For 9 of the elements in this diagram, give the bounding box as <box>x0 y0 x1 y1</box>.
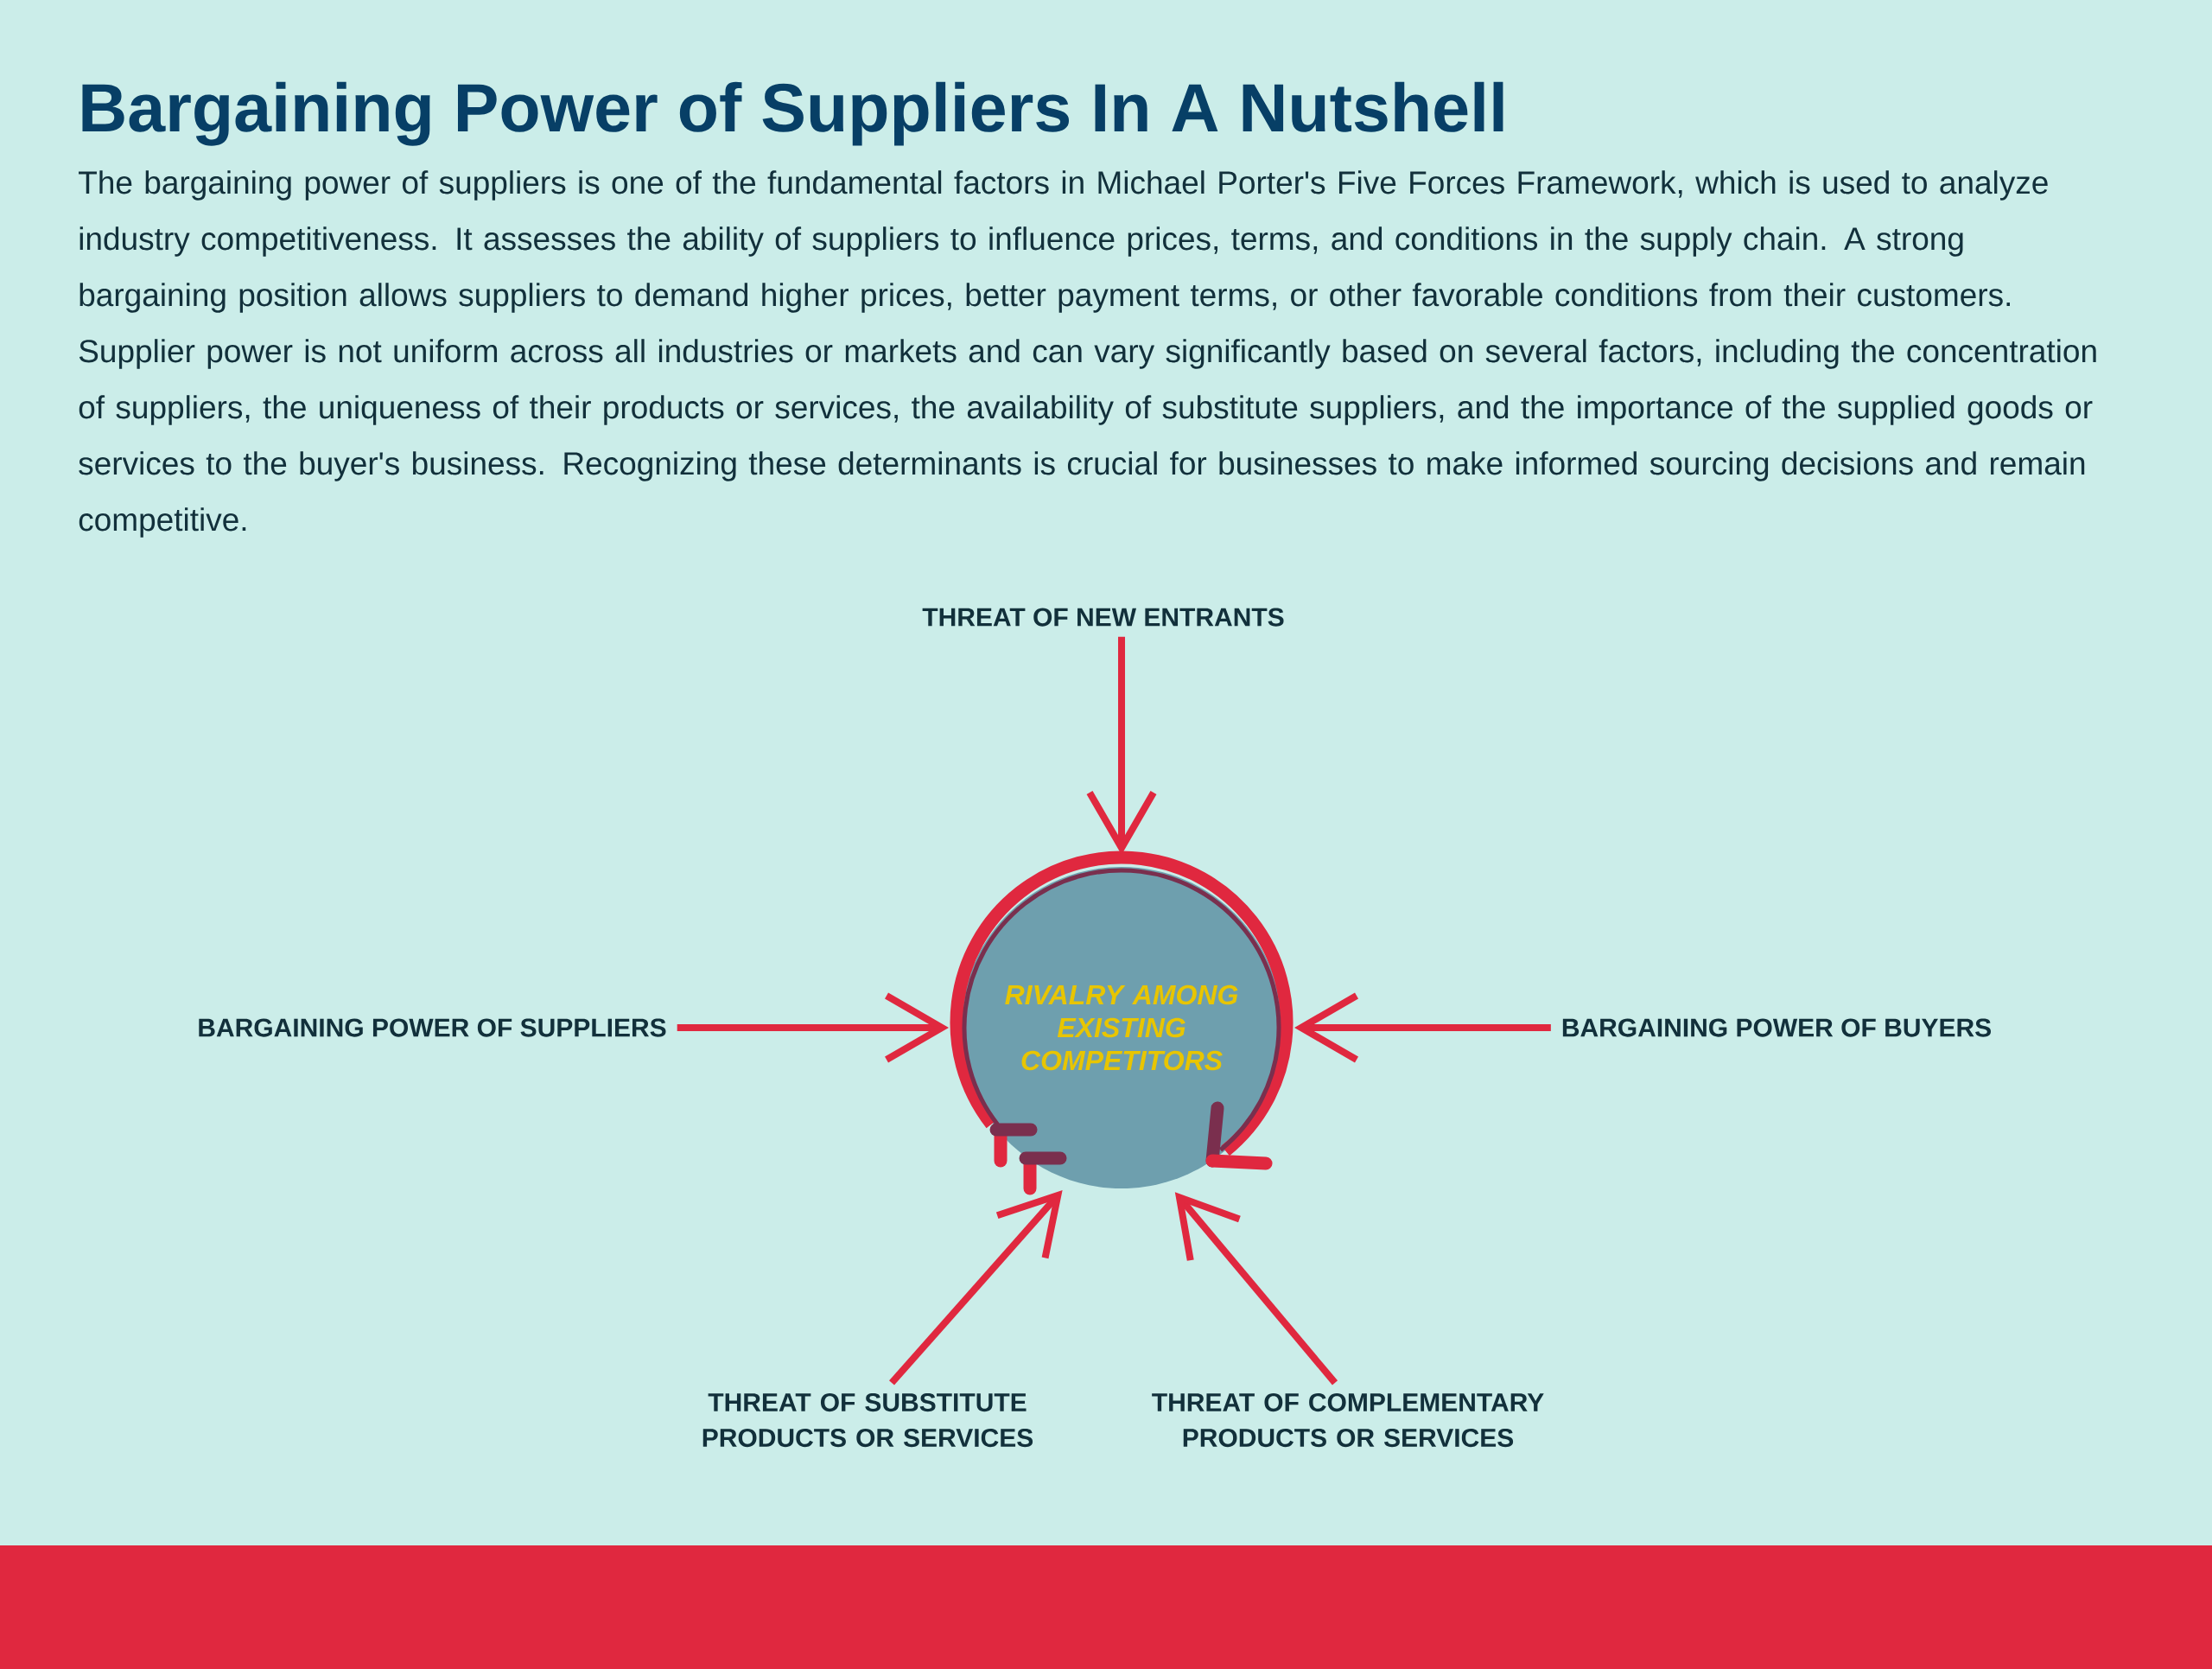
force-label: BARGAINING POWER OF SUPPLIERS <box>199 1018 666 1037</box>
title: Bargaining Power of Suppliers In A Nutshell <box>82 81 1503 146</box>
arrow <box>1174 1192 1338 1386</box>
paragraph: The bargaining power of suppliers is one of the fundamental factors in Michael Porter's Five Forces Framework, which is used to analyze industry competitiveness. It assesses the ability of suppliers to influence prices, terms, and conditions in the supply chain. A strong bargaining position allows suppliers to demand higher prices, better payment terms, or other favorable conditions from their customers. Supplier power is not uniform across all industries or markets and can vary significantly based on several factors, including the concentration of suppliers, the uniqueness of their products or services, the availability of substitute suppliers, and the importance of the supplied goods or services to the buyer's business. Recognizing these determinants is crucial for businesses to make informed sourcing decisions and remain competitive. <box>79 170 2096 538</box>
force-label: THREAT OF COMPLEMENTARY PRODUCTS OR SERVICES <box>1152 1392 1544 1448</box>
arrow <box>889 1189 1063 1386</box>
force-label: BARGAINING POWER OF BUYERS <box>1562 1018 1991 1037</box>
force-label: THREAT OF NEW ENTRANTS <box>922 608 1284 627</box>
force-label: THREAT OF SUBSTITUTE PRODUCTS OR SERVICES <box>702 1392 1033 1448</box>
